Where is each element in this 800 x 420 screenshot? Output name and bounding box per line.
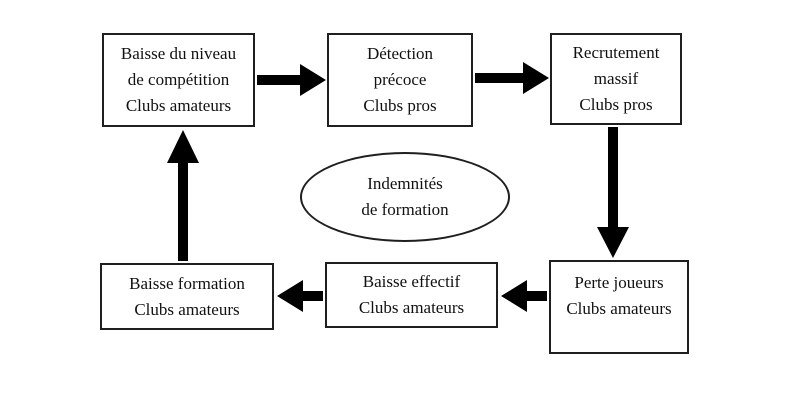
node-text-line: de formation <box>361 200 449 219</box>
node-text-line: Clubs amateurs <box>566 299 672 318</box>
node-text-line: de compétition <box>127 70 230 89</box>
node-text-line: Clubs amateurs <box>134 299 240 319</box>
arrow-right-icon <box>475 62 549 94</box>
node-recrutement-massif: Recrutement massif Clubs pros <box>550 33 682 125</box>
node-text-line: Indemnités <box>367 174 443 193</box>
arrow-left-icon <box>277 280 323 312</box>
node-text-line: Baisse du niveau <box>120 44 237 63</box>
node-perte-joueurs: Perte joueurs Clubs amateurs <box>549 260 689 354</box>
arrow-left-icon <box>501 280 547 312</box>
node-baisse-formation: Baisse formation Clubs amateurs <box>100 263 274 330</box>
node-text-line: Détection <box>366 44 434 63</box>
node-text-line: précoce <box>373 70 427 89</box>
node-text-line: Clubs pros <box>579 95 653 114</box>
node-indemnites-formation: Indemnités de formation <box>300 152 510 242</box>
node-text-line: massif <box>593 69 639 88</box>
node-text-line: Perte joueurs <box>574 273 664 292</box>
arrow-down-icon <box>597 127 629 258</box>
node-detection-precoce: Détection précoce Clubs pros <box>327 33 473 127</box>
node-text-line: Clubs pros <box>363 96 437 115</box>
node-text-line: Clubs amateurs <box>125 96 232 115</box>
node-text-line: Baisse formation <box>129 273 245 293</box>
arrow-right-icon <box>257 64 326 96</box>
node-baisse-niveau-competition: Baisse du niveau de compétition Clubs am… <box>102 33 255 127</box>
node-text-line: Recrutement <box>572 43 660 62</box>
arrow-up-icon <box>167 130 199 261</box>
node-text-line: Baisse effectif <box>362 272 461 291</box>
node-text-line: Clubs amateurs <box>358 298 465 317</box>
node-baisse-effectif: Baisse effectif Clubs amateurs <box>325 262 498 328</box>
